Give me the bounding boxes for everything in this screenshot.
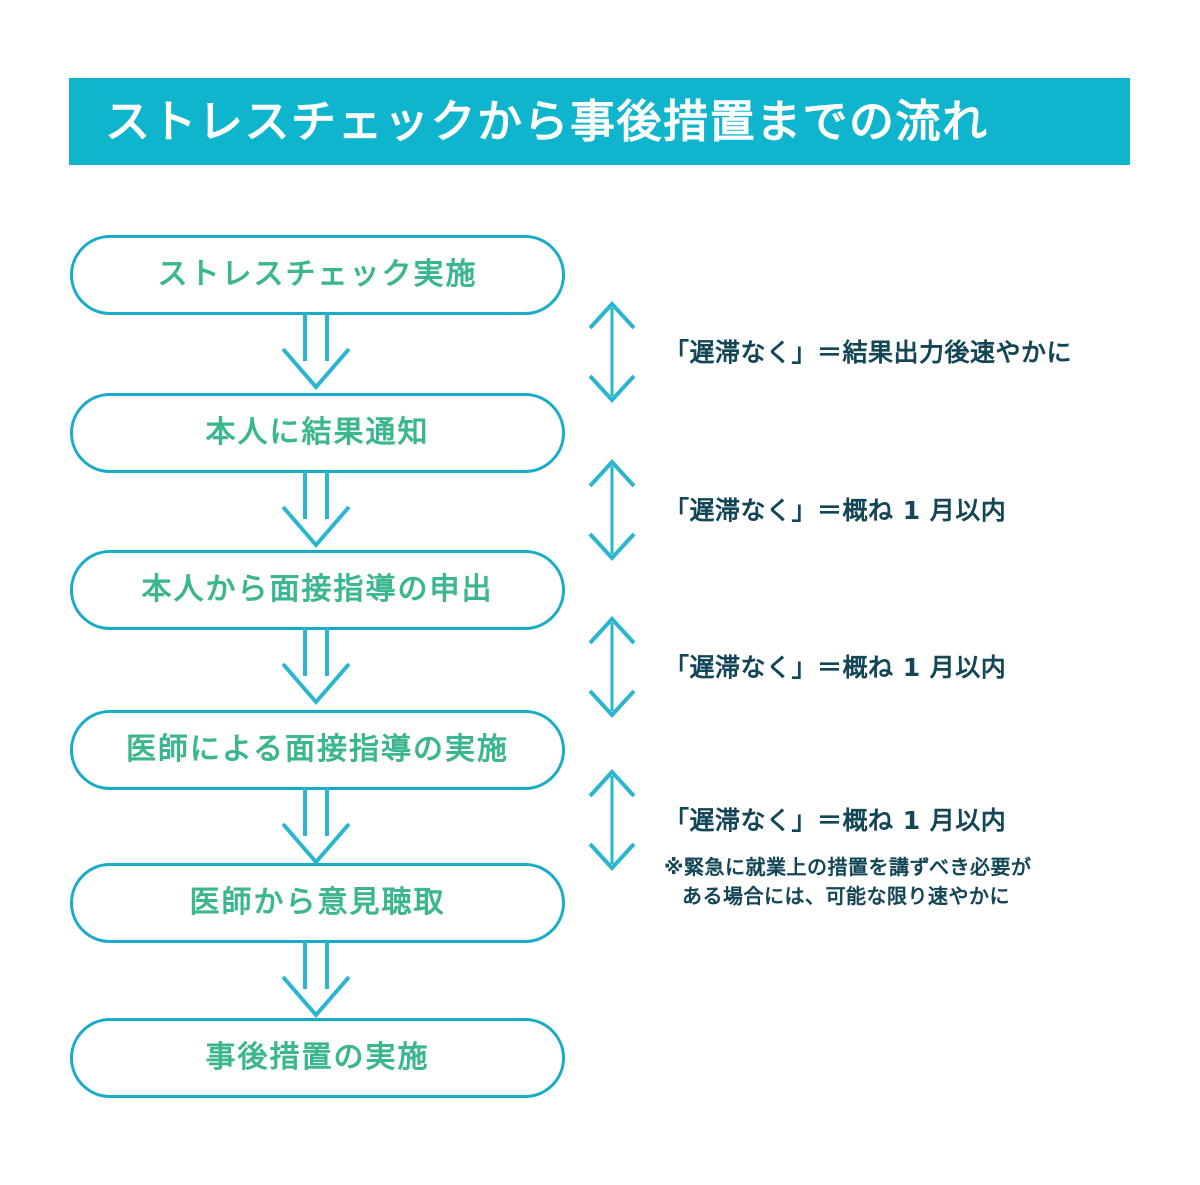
down-arrow-icon-2 bbox=[272, 471, 360, 549]
double-arrow-vertical-icon-3 bbox=[586, 613, 638, 721]
double-arrow-vertical-icon-1 bbox=[586, 298, 638, 406]
flow-step-6-label: 事後措置の実施 bbox=[205, 1040, 430, 1075]
flow-step-1-label: ストレスチェック実施 bbox=[157, 257, 478, 292]
timing-note-1-text-wrap: 「遅滞なく」＝結果出力後速やかに bbox=[664, 298, 1134, 365]
double-arrow-vertical-icon-2 bbox=[586, 456, 638, 564]
down-arrow-icon-5 bbox=[272, 941, 360, 1019]
down-arrow-icon-4 bbox=[272, 788, 360, 866]
flow-step-3: 本人から面接指導の申出 bbox=[70, 550, 565, 630]
timing-note-4-text: 「遅滞なく」＝概ね 1 月以内 bbox=[664, 806, 1007, 835]
flow-step-3-label: 本人から面接指導の申出 bbox=[141, 572, 494, 607]
flow-step-5-label: 医師から意見聴取 bbox=[189, 885, 446, 920]
flow-column: ストレスチェック実施 本人に結果通知 本人から面接指導の申出 bbox=[70, 235, 565, 1098]
timing-note-3-text: 「遅滞なく」＝概ね 1 月以内 bbox=[664, 653, 1007, 682]
flow-step-5: 医師から意見聴取 bbox=[70, 863, 565, 943]
header-banner: ストレスチェックから事後措置までの流れ bbox=[69, 78, 1130, 165]
double-arrow-vertical-icon-4 bbox=[586, 766, 638, 874]
flow-step-4-label: 医師による面接指導の実施 bbox=[125, 732, 510, 767]
timing-note-4-footnote: ※緊急に就業上の措置を講ずべき必要が ある場合には、可能な限り速やかに bbox=[664, 853, 1119, 911]
timing-note-2-text: 「遅滞なく」＝概ね 1 月以内 bbox=[664, 496, 1007, 525]
timing-note-4-footnote-line-1: ※緊急に就業上の措置を講ずべき必要が bbox=[664, 855, 1032, 879]
timing-note-4-footnote-line-2: ある場合には、可能な限り速やかに bbox=[682, 884, 1010, 908]
down-arrow-icon-3 bbox=[272, 628, 360, 706]
flow-step-2-label: 本人に結果通知 bbox=[205, 415, 430, 450]
flow-step-1: ストレスチェック実施 bbox=[70, 235, 565, 315]
timing-note-4-text-wrap: 「遅滞なく」＝概ね 1 月以内 ※緊急に就業上の措置を講ずべき必要が ある場合に… bbox=[664, 766, 1134, 911]
timing-note-1-text: 「遅滞なく」＝結果出力後速やかに bbox=[664, 338, 1073, 367]
timing-note-3-text-wrap: 「遅滞なく」＝概ね 1 月以内 bbox=[664, 613, 1134, 680]
flow-step-4: 医師による面接指導の実施 bbox=[70, 710, 565, 790]
timing-note-2-text-wrap: 「遅滞なく」＝概ね 1 月以内 bbox=[664, 456, 1134, 523]
flow-step-6: 事後措置の実施 bbox=[70, 1018, 565, 1098]
down-arrow-icon-1 bbox=[272, 313, 360, 391]
flow-step-2: 本人に結果通知 bbox=[70, 393, 565, 473]
page-title: ストレスチェックから事後措置までの流れ bbox=[105, 95, 989, 148]
